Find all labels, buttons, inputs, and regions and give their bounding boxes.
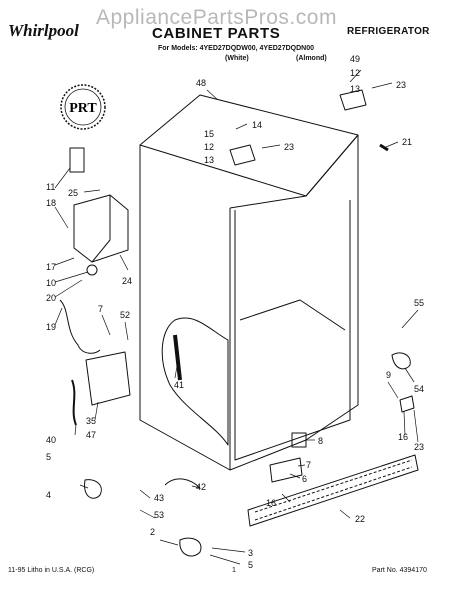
tube-bracket	[164, 478, 201, 489]
toe-grille-bracket	[269, 457, 303, 483]
grommet	[86, 264, 98, 276]
badge-text: PRT	[69, 101, 97, 116]
callout: 16	[266, 498, 276, 508]
footer-right: Part No. 4394170	[372, 567, 427, 574]
variant-white: (White)	[225, 55, 249, 62]
callout: 54	[414, 384, 424, 394]
cabinet-right-side	[305, 135, 359, 441]
callout: 2	[150, 527, 155, 537]
callout: 21	[402, 137, 412, 147]
hinge-left	[229, 144, 256, 166]
hinge-right	[339, 89, 367, 111]
power-cord	[71, 379, 77, 426]
callout: 48	[196, 78, 206, 88]
callout: 3	[248, 548, 253, 558]
callout: 18	[46, 198, 56, 208]
cabinet-bottom-edge	[229, 439, 307, 471]
callout: 13	[350, 84, 360, 94]
prt-badge: PRT	[60, 84, 106, 130]
callout: 10	[46, 278, 56, 288]
grille-slots	[254, 459, 413, 513]
relay	[69, 147, 85, 173]
callout: 16	[398, 432, 408, 442]
side-opening	[161, 317, 229, 446]
callout: 15	[204, 129, 214, 139]
callouts: 48 49 12 23 13 14 15 12 23 13 21 11 25 1…	[46, 54, 424, 570]
callout: 12	[350, 68, 360, 78]
callout: 8	[318, 436, 323, 446]
leveling-leg	[391, 352, 411, 370]
control-box-edge	[91, 195, 111, 263]
callout: 13	[204, 155, 214, 165]
callout: 23	[396, 80, 406, 90]
roller-right	[179, 537, 202, 557]
heater-tube	[173, 334, 182, 381]
control-box	[73, 194, 129, 263]
callout: 25	[68, 188, 78, 198]
leader-lines	[54, 69, 419, 565]
footer-left: 11-95 Litho in U.S.A. (RCG)	[8, 567, 95, 574]
callout: 42	[196, 482, 206, 492]
condenser-cover	[85, 351, 131, 406]
callout: 9	[386, 370, 391, 380]
callout: 52	[120, 310, 130, 320]
callout: 12	[204, 142, 214, 152]
callout: 55	[414, 298, 424, 308]
cabinet-divider	[239, 299, 346, 331]
models-line: For Models: 4YED27DQDW00, 4YED27DQDN00	[158, 45, 314, 52]
cabinet-liner	[234, 200, 351, 461]
watermark: AppliancePartsPros.com	[96, 6, 337, 29]
callout: 22	[355, 514, 365, 524]
callout: 11	[46, 182, 55, 192]
variant-almond: (Almond)	[296, 55, 327, 62]
callout: 14	[252, 120, 262, 130]
footer-page: 1	[232, 567, 236, 574]
wire-harness	[59, 299, 101, 354]
callout: 20	[46, 293, 56, 303]
callout: 41	[174, 380, 184, 390]
callout: 35	[86, 416, 96, 426]
roller-left	[84, 479, 102, 499]
callout: 6	[302, 474, 307, 484]
callout: 5	[248, 560, 253, 570]
cabinet-front-top-edge	[229, 134, 359, 209]
callout: 47	[86, 430, 96, 440]
callout: 49	[350, 54, 360, 64]
cabinet-left-side	[139, 145, 231, 471]
toe-grille	[247, 454, 419, 527]
callout: 40	[46, 435, 56, 445]
callout: 23	[284, 142, 294, 152]
callout: 7	[98, 304, 103, 314]
hinge-pin	[379, 143, 389, 152]
callout: 7	[306, 460, 311, 470]
callout: 53	[154, 510, 164, 520]
callout: 4	[46, 490, 51, 500]
bracket-right	[399, 395, 415, 413]
page-title: CABINET PARTS	[152, 25, 281, 42]
grille-slots-2	[254, 466, 413, 521]
callout: 19	[46, 322, 56, 332]
callout: 5	[46, 452, 51, 462]
callout: 24	[122, 276, 132, 286]
diagram-header: AppliancePartsPros.com Whirlpool CABINET…	[0, 0, 470, 80]
brand-logo: Whirlpool	[8, 21, 79, 40]
category-label: REFRIGERATOR	[347, 26, 430, 37]
callout: 43	[154, 493, 164, 503]
callout: 23	[414, 442, 424, 452]
callout: 17	[46, 262, 56, 272]
